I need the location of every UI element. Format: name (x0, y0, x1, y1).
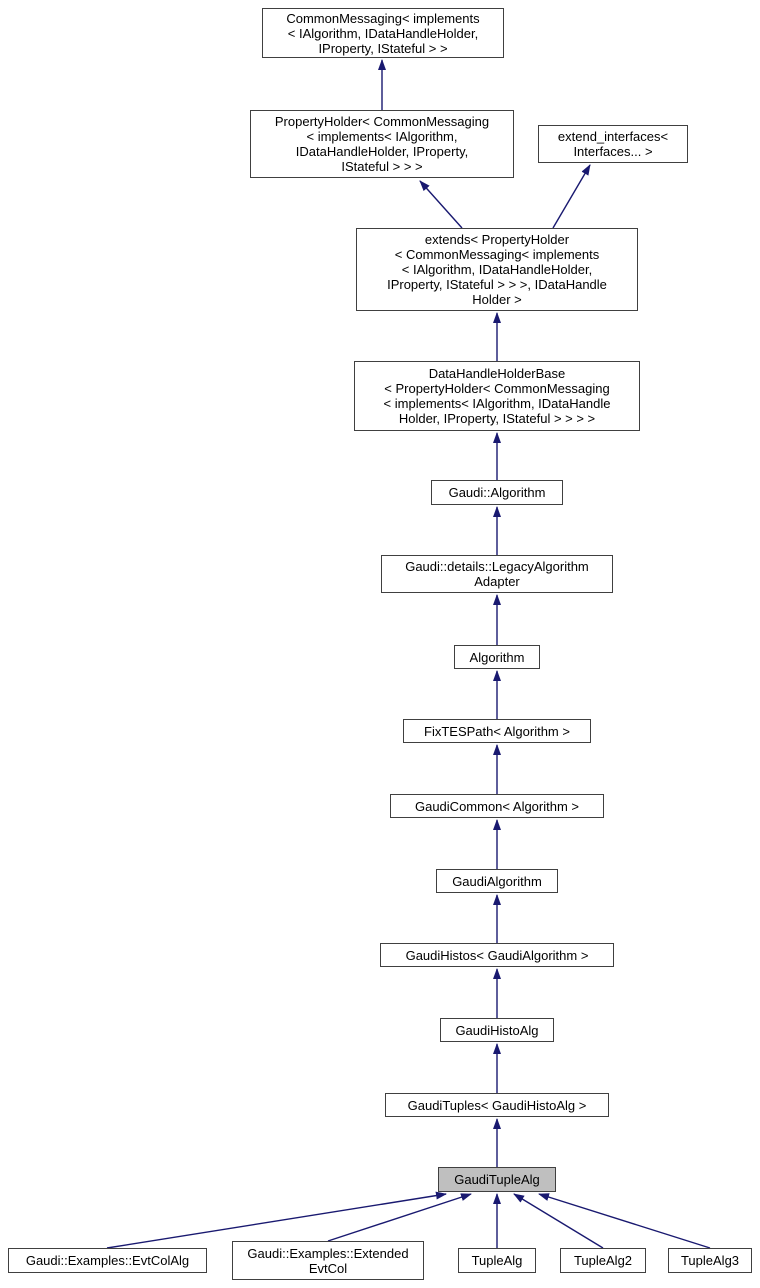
edge-extendedevtcol-gaudituplealg (327, 1193, 472, 1242)
node-legacy-algorithm-adapter[interactable]: Gaudi::details::LegacyAlgorithm Adapter (381, 555, 613, 593)
node-extended-evt-col[interactable]: Gaudi::Examples::Extended EvtCol (232, 1241, 424, 1280)
node-gaudialgorithm[interactable]: GaudiAlgorithm (436, 869, 558, 893)
node-algorithm[interactable]: Algorithm (454, 645, 540, 669)
node-gaudi-tuple-alg-current: GaudiTupleAlg (438, 1167, 556, 1192)
node-gaudi-common[interactable]: GaudiCommon< Algorithm > (390, 794, 604, 818)
edge-tuplealg2-gaudituplealg (513, 1193, 604, 1249)
node-evt-col-alg[interactable]: Gaudi::Examples::EvtColAlg (8, 1248, 207, 1273)
node-extends[interactable]: extends< PropertyHolder < CommonMessagin… (356, 228, 638, 311)
node-gaudi-tuples[interactable]: GaudiTuples< GaudiHistoAlg > (385, 1093, 609, 1117)
edge-tuplealg3-gaudituplealg (538, 1193, 711, 1249)
node-gaudi-histo-alg[interactable]: GaudiHistoAlg (440, 1018, 554, 1042)
node-gaudi-histos[interactable]: GaudiHistos< GaudiAlgorithm > (380, 943, 614, 967)
node-data-handle-holder-base[interactable]: DataHandleHolderBase < PropertyHolder< C… (354, 361, 640, 431)
node-tuple-alg2[interactable]: TupleAlg2 (560, 1248, 646, 1273)
node-common-messaging[interactable]: CommonMessaging< implements < IAlgorithm… (262, 8, 504, 58)
node-tuple-alg3[interactable]: TupleAlg3 (668, 1248, 752, 1273)
edge-extends-propertyholder (419, 180, 463, 229)
node-extend-interfaces[interactable]: extend_interfaces< Interfaces... > (538, 125, 688, 163)
edge-evtcolalg-gaudituplealg (106, 1191, 447, 1249)
node-gaudi-algorithm[interactable]: Gaudi::Algorithm (431, 480, 563, 505)
node-tuple-alg[interactable]: TupleAlg (458, 1248, 536, 1273)
node-fixtespath[interactable]: FixTESPath< Algorithm > (403, 719, 591, 743)
edge-extends-extendinterfaces (552, 164, 591, 229)
node-property-holder[interactable]: PropertyHolder< CommonMessaging < implem… (250, 110, 514, 178)
